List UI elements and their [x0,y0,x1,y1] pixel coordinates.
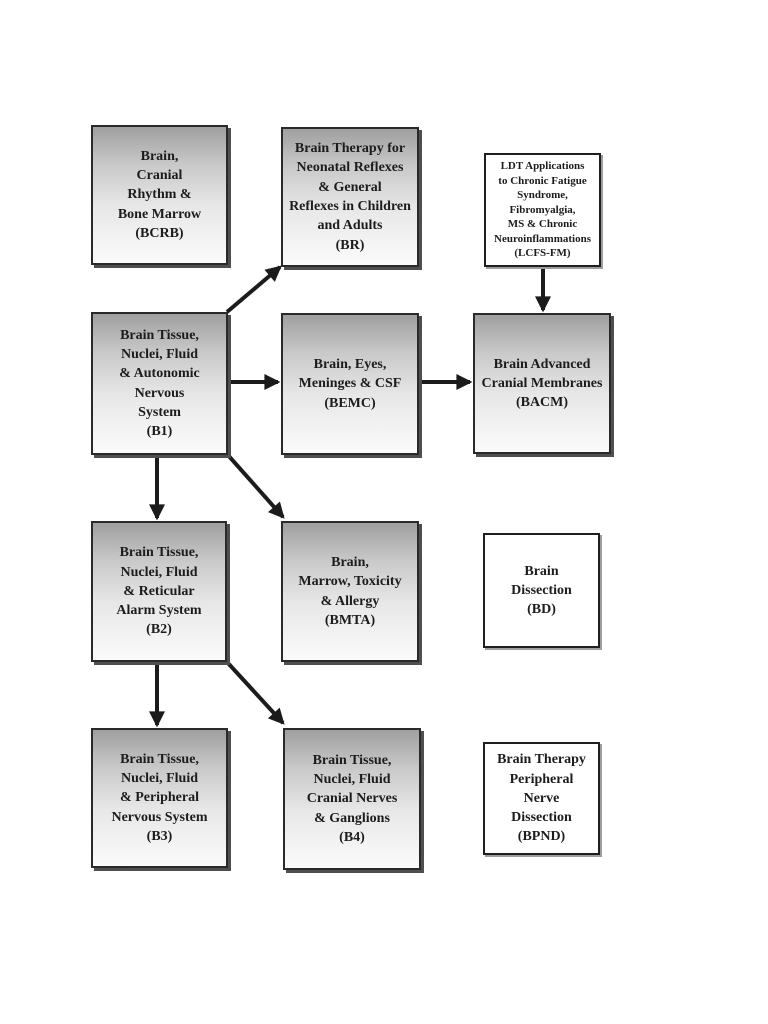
box-bmta: Brain, Marrow, Toxicity & Allergy (BMTA) [281,521,419,662]
arrow-b2-to-b4 [225,660,285,725]
box-lcfs-fm: LDT Applications to Chronic Fatigue Synd… [484,153,601,267]
box-bemc: Brain, Eyes, Meninges & CSF (BEMC) [281,313,419,455]
box-br: Brain Therapy for Neonatal Reflexes & Ge… [281,127,419,267]
box-b3: Brain Tissue, Nuclei, Fluid & Peripheral… [91,728,228,868]
arrow-b1-to-br [225,265,282,314]
box-b2: Brain Tissue, Nuclei, Fluid & Reticular … [91,521,227,662]
box-bd: Brain Dissection (BD) [483,533,600,648]
box-b1: Brain Tissue, Nuclei, Fluid & Autonomic … [91,312,228,455]
box-bpnd: Brain Therapy Peripheral Nerve Dissectio… [483,742,600,855]
box-bcrb: Brain, Cranial Rhythm & Bone Marrow (BCR… [91,125,228,265]
box-b4: Brain Tissue, Nuclei, Fluid Cranial Nerv… [283,728,421,870]
box-bacm: Brain Advanced Cranial Membranes (BACM) [473,313,611,454]
arrow-b1-to-bmta [225,452,285,519]
